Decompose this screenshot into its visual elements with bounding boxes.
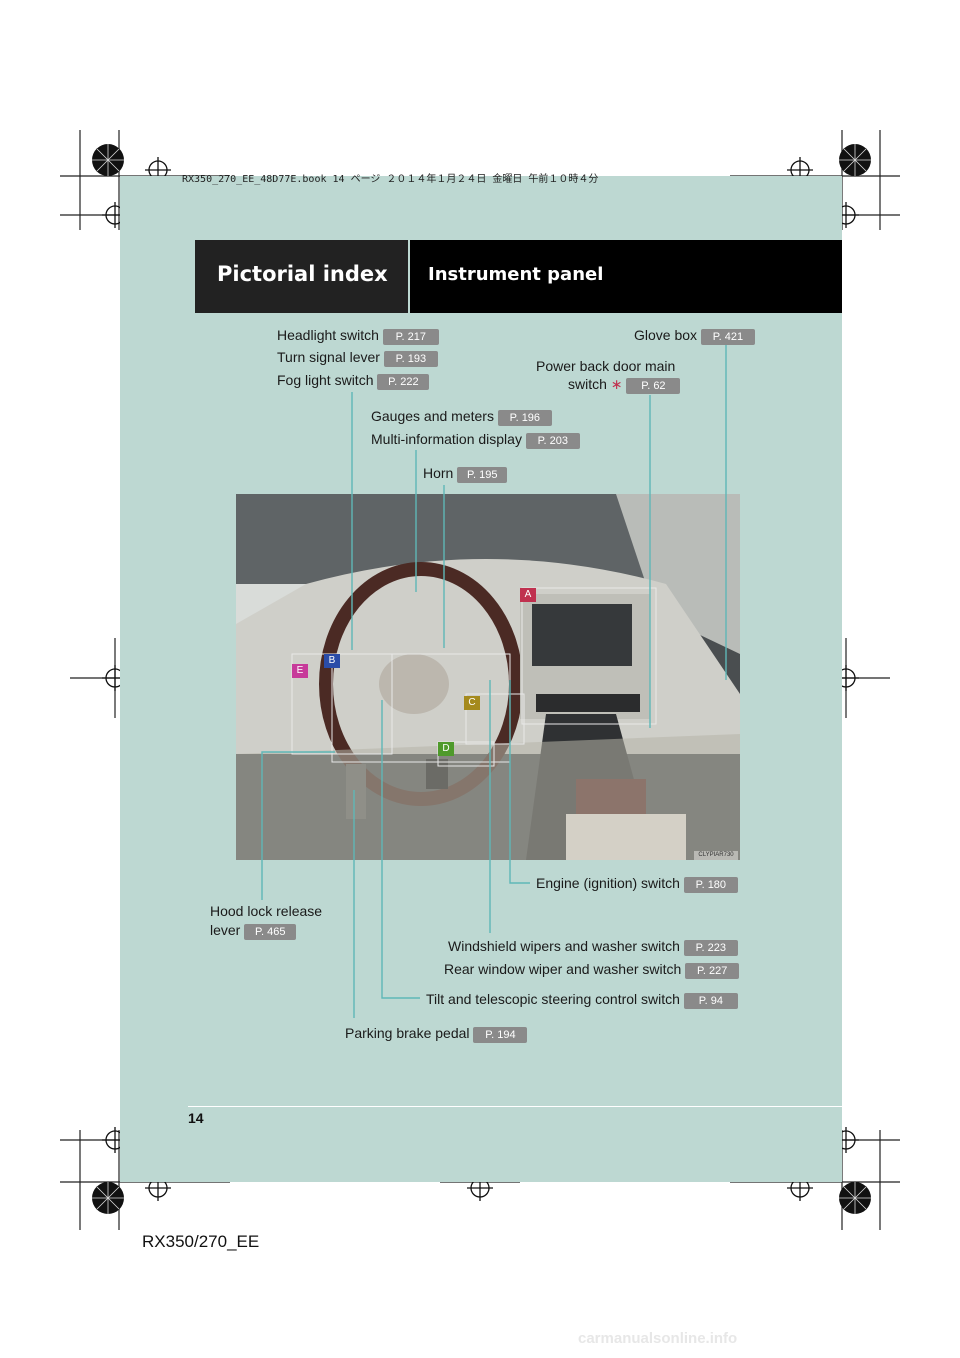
photo-code: CLYPIAR730 xyxy=(694,851,738,860)
page-header: Instrument panel xyxy=(410,240,842,313)
callout-turn-signal-label: Turn signal lever xyxy=(277,349,380,365)
callout-turn-signal-page[interactable]: P. 193 xyxy=(383,351,438,367)
callout-engine-switch: Engine (ignition) switch P. 180 xyxy=(536,874,738,893)
callout-multi-info-label: Multi-information display xyxy=(371,431,522,447)
callout-engine-switch-page[interactable]: P. 180 xyxy=(683,877,738,893)
callout-fog-light: Fog light switch P. 222 xyxy=(277,371,430,390)
callout-headlight-label: Headlight switch xyxy=(277,327,379,343)
footer-divider xyxy=(188,1106,842,1107)
callout-horn: Horn P. 195 xyxy=(423,464,508,483)
watermark: carmanualsonline.info xyxy=(578,1330,738,1347)
callout-glove-box: Glove box P. 421 xyxy=(634,326,755,345)
callout-turn-signal: Turn signal lever P. 193 xyxy=(277,348,438,367)
section-header: Pictorial index xyxy=(195,240,408,313)
callout-wipers-rear-page[interactable]: P. 227 xyxy=(685,963,740,979)
callout-wipers-front: Windshield wipers and washer switch P. 2… xyxy=(448,937,738,956)
callout-hood-lock-page[interactable]: P. 465 xyxy=(244,924,297,940)
marker-b: B xyxy=(324,654,340,668)
callout-fog-light-label: Fog light switch xyxy=(277,372,374,388)
callout-parking-brake-page[interactable]: P. 194 xyxy=(473,1027,528,1043)
asterisk-marker: ∗ xyxy=(610,376,623,392)
callout-wipers-rear-label: Rear window wiper and washer switch xyxy=(444,961,682,977)
dashboard-photo: A B C D E CLYPIAR730 xyxy=(236,494,740,860)
callout-parking-brake-label: Parking brake pedal xyxy=(345,1025,470,1041)
callout-power-back-door-line1: Power back door main xyxy=(536,358,676,374)
callout-steering-label: Tilt and telescopic steering control swi… xyxy=(426,991,680,1007)
model-code: RX350/270_EE xyxy=(142,1232,260,1251)
callout-parking-brake: Parking brake pedal P. 194 xyxy=(345,1024,528,1043)
marker-c: C xyxy=(464,696,480,710)
callout-steering: Tilt and telescopic steering control swi… xyxy=(426,990,738,1009)
callout-hood-lock: lever P. 465 xyxy=(210,921,297,940)
callout-hood-lock-line1: Hood lock release xyxy=(210,903,323,919)
callout-gauges: Gauges and meters P. 196 xyxy=(371,407,552,426)
callout-wipers-rear: Rear window wiper and washer switch P. 2… xyxy=(444,960,740,979)
callout-horn-label: Horn xyxy=(423,465,454,481)
callout-headlight-page[interactable]: P. 217 xyxy=(382,329,439,345)
section-title: Pictorial index xyxy=(217,262,388,286)
callout-multi-info: Multi-information display P. 203 xyxy=(371,430,580,449)
callout-headlight: Headlight switch P. 217 xyxy=(277,326,439,345)
marker-e: E xyxy=(292,664,308,678)
callout-glove-box-page[interactable]: P. 421 xyxy=(700,329,755,345)
page-title: Instrument panel xyxy=(428,264,604,285)
callout-gauges-label: Gauges and meters xyxy=(371,408,494,424)
callout-engine-switch-label: Engine (ignition) switch xyxy=(536,875,680,891)
callout-horn-page[interactable]: P. 195 xyxy=(457,467,508,483)
callout-glove-box-label: Glove box xyxy=(634,327,698,343)
callout-hood-lock-label: lever xyxy=(210,922,241,938)
callout-multi-info-page[interactable]: P. 203 xyxy=(525,433,580,449)
dashboard-illustration xyxy=(236,494,740,860)
callout-wipers-front-page[interactable]: P. 223 xyxy=(683,940,738,956)
callout-gauges-page[interactable]: P. 196 xyxy=(497,410,552,426)
callout-power-back-door-label: switch xyxy=(568,376,607,392)
marker-d: D xyxy=(438,742,454,756)
page-number: 14 xyxy=(188,1110,204,1126)
callout-power-back-door: switch ∗ P. 62 xyxy=(568,375,681,394)
callout-wipers-front-label: Windshield wipers and washer switch xyxy=(448,938,680,954)
callout-steering-page[interactable]: P. 94 xyxy=(683,993,738,1009)
marker-a: A xyxy=(520,588,536,602)
book-info-line: RX350_270_EE_48D77E.book 14 ページ ２０１４年１月２… xyxy=(182,174,599,185)
callout-power-back-door-page[interactable]: P. 62 xyxy=(626,378,681,394)
callout-fog-light-page[interactable]: P. 222 xyxy=(377,374,430,390)
